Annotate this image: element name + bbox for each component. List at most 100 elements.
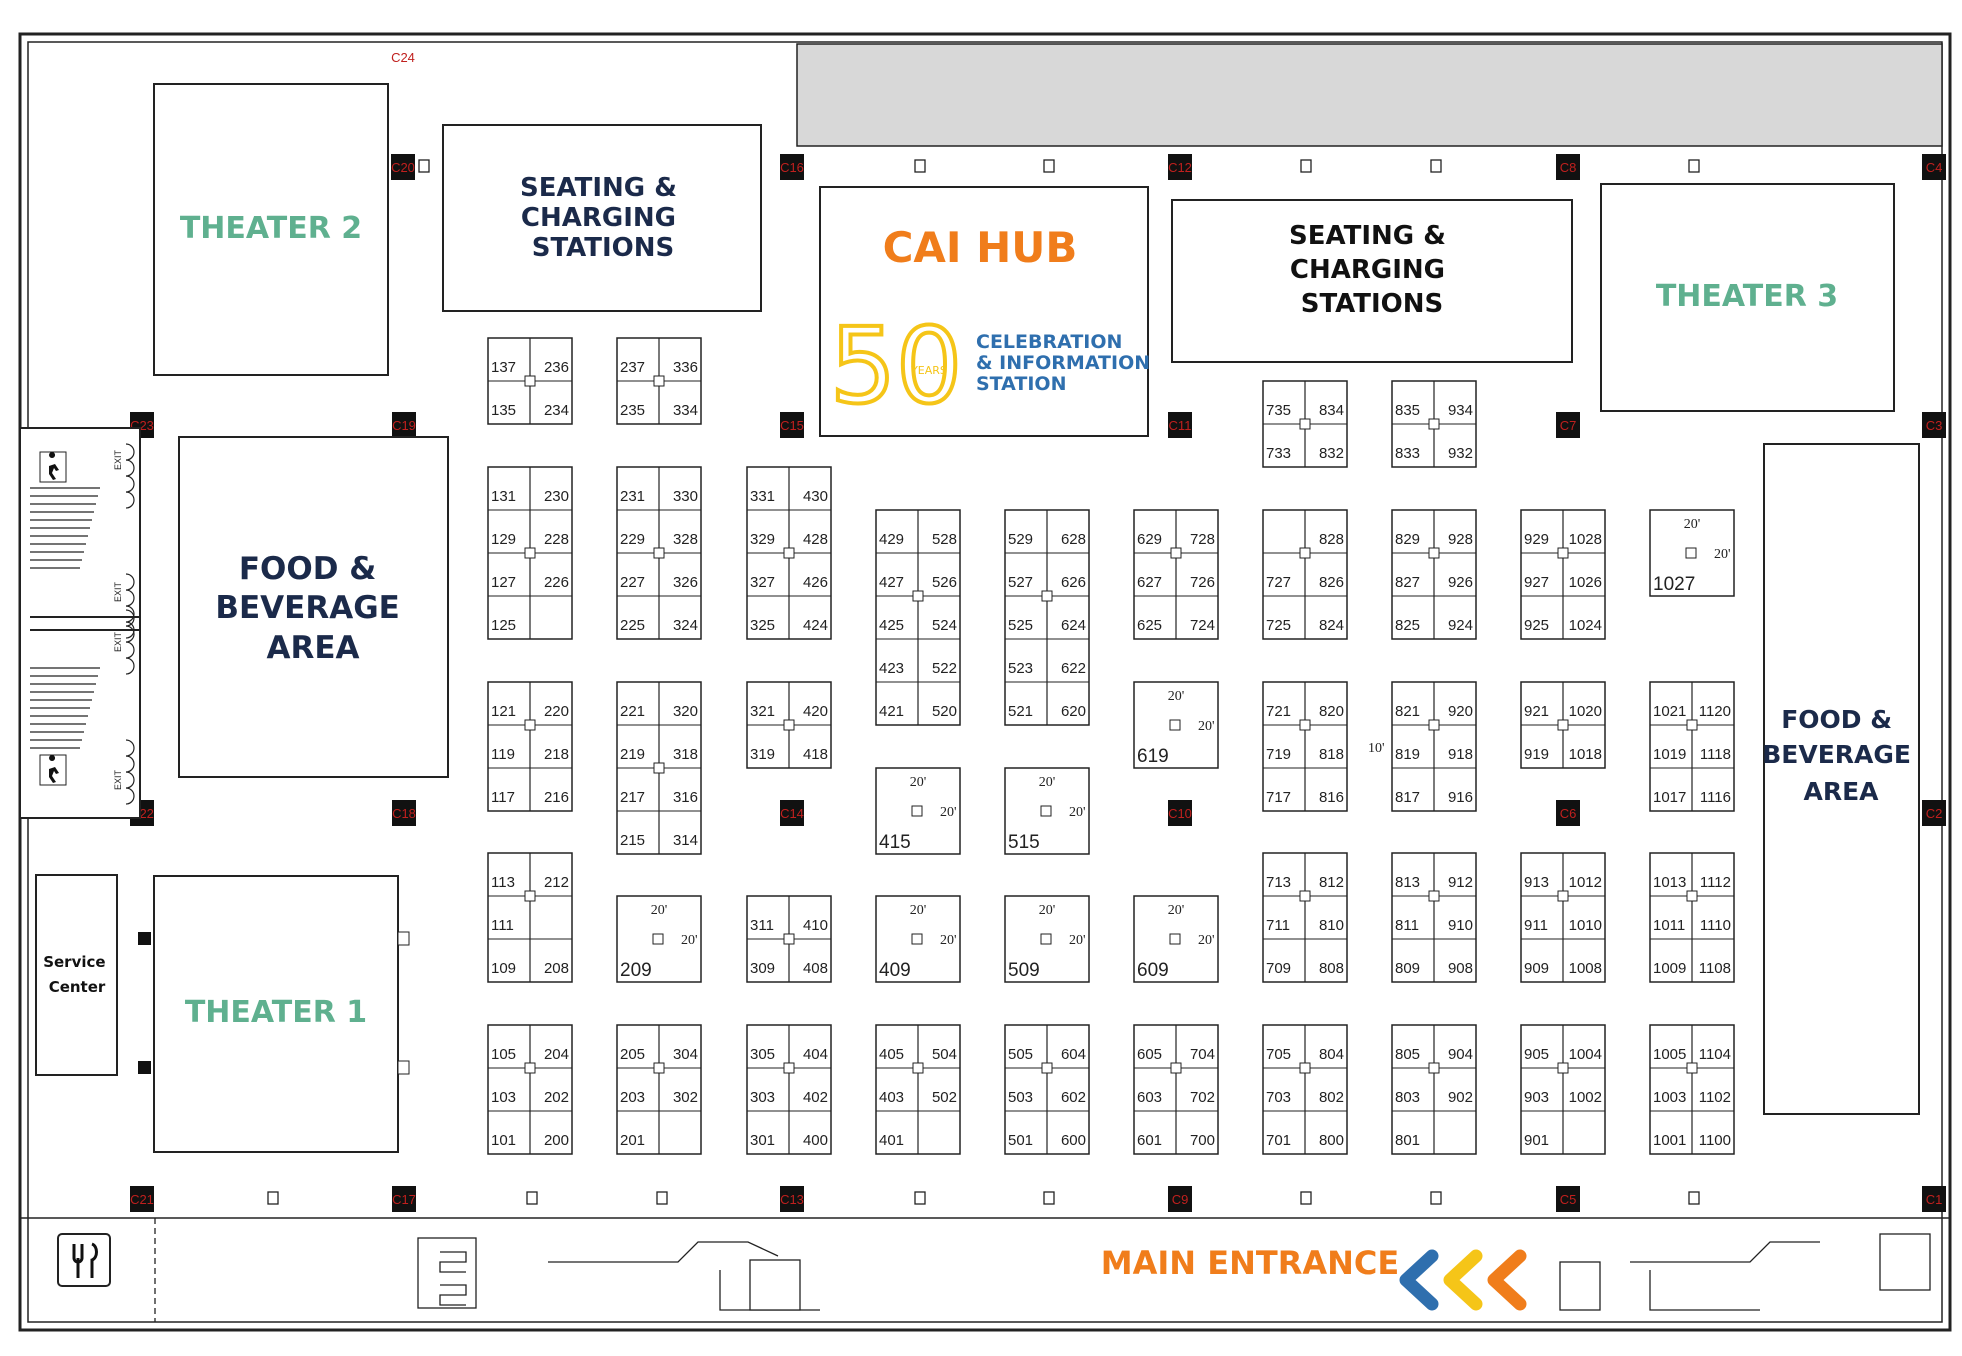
booth-number[interactable]: 321 — [750, 703, 775, 720]
booth-number[interactable]: 812 — [1319, 874, 1344, 891]
booth-number[interactable]: 625 — [1137, 617, 1162, 634]
booth-number[interactable]: 927 — [1524, 574, 1549, 591]
booth-number[interactable]: 203 — [620, 1089, 645, 1106]
booth-number[interactable]: 711 — [1266, 917, 1290, 934]
booth-number[interactable]: 209 — [620, 960, 652, 981]
booth-number[interactable]: 502 — [932, 1089, 957, 1106]
booth-number[interactable]: 805 — [1395, 1046, 1420, 1063]
booth-number[interactable]: 230 — [544, 488, 569, 505]
booth-number[interactable]: 329 — [750, 531, 775, 548]
booth-number[interactable]: 833 — [1395, 445, 1420, 462]
service-center[interactable] — [35, 874, 118, 1076]
booth-number[interactable]: 701 — [1266, 1132, 1291, 1149]
booth-number[interactable]: 627 — [1137, 574, 1162, 591]
booth-number[interactable]: 1009 — [1653, 960, 1686, 977]
booth-number[interactable]: 334 — [673, 402, 698, 419]
booth-number[interactable]: 501 — [1008, 1132, 1033, 1149]
booth-number[interactable]: 804 — [1319, 1046, 1344, 1063]
booth-number[interactable]: 220 — [544, 703, 569, 720]
booth-number[interactable]: 1028 — [1569, 531, 1602, 548]
booth-number[interactable]: 205 — [620, 1046, 645, 1063]
booth-number[interactable]: 318 — [673, 746, 698, 763]
booth-number[interactable]: 1112 — [1700, 874, 1731, 891]
booth-number[interactable]: 520 — [932, 703, 957, 720]
booth-number[interactable]: 703 — [1266, 1089, 1291, 1106]
booth-number[interactable]: 410 — [803, 917, 828, 934]
booth-number[interactable]: 237 — [620, 359, 645, 376]
booth-number[interactable]: 601 — [1137, 1132, 1162, 1149]
booth-number[interactable]: 726 — [1190, 574, 1215, 591]
booth-number[interactable]: 821 — [1395, 703, 1420, 720]
booth-number[interactable]: 1104 — [1699, 1046, 1731, 1063]
booth-number[interactable]: 702 — [1190, 1089, 1215, 1106]
booth-number[interactable]: 234 — [544, 402, 569, 419]
booth-number[interactable]: 119 — [491, 746, 515, 763]
booth-number[interactable]: 526 — [932, 574, 957, 591]
booth-number[interactable]: 129 — [491, 531, 516, 548]
theater-2-area[interactable] — [153, 83, 389, 376]
booth-number[interactable]: 423 — [879, 660, 904, 677]
booth-number[interactable]: 328 — [673, 531, 698, 548]
booth-number[interactable]: 1118 — [1700, 746, 1731, 763]
booth-number[interactable]: 1010 — [1569, 917, 1602, 934]
booth-number[interactable]: 733 — [1266, 445, 1291, 462]
booth-number[interactable]: 908 — [1448, 960, 1473, 977]
booth-number[interactable]: 802 — [1319, 1089, 1344, 1106]
booth-number[interactable]: 828 — [1319, 531, 1344, 548]
booth-number[interactable]: 515 — [1008, 832, 1040, 853]
booth-20x20[interactable]: 20'20'515 — [1004, 767, 1090, 855]
booth-number[interactable]: 429 — [879, 531, 904, 548]
booth-number[interactable]: 918 — [1448, 746, 1473, 763]
booth-number[interactable]: 527 — [1008, 574, 1033, 591]
booth-number[interactable]: 622 — [1061, 660, 1086, 677]
booth-number[interactable]: 229 — [620, 531, 645, 548]
seating-charging-area-b[interactable] — [1171, 199, 1573, 363]
booth-number[interactable]: 926 — [1448, 574, 1473, 591]
booth-number[interactable]: 924 — [1448, 617, 1473, 634]
booth-number[interactable]: 834 — [1319, 402, 1344, 419]
booth-number[interactable]: 403 — [879, 1089, 904, 1106]
booth-number[interactable]: 304 — [673, 1046, 698, 1063]
booth-number[interactable]: 913 — [1524, 874, 1549, 891]
booth-number[interactable]: 826 — [1319, 574, 1344, 591]
booth-20x20[interactable]: 20'20'509 — [1004, 895, 1090, 983]
booth-number[interactable]: 609 — [1137, 960, 1169, 981]
booth-number[interactable]: 800 — [1319, 1132, 1344, 1149]
booth-number[interactable]: 1004 — [1569, 1046, 1602, 1063]
booth-number[interactable]: 901 — [1524, 1132, 1549, 1149]
booth-number[interactable]: 400 — [803, 1132, 828, 1149]
booth-number[interactable]: 1018 — [1569, 746, 1602, 763]
booth-number[interactable]: 620 — [1061, 703, 1086, 720]
booth-number[interactable]: 404 — [803, 1046, 828, 1063]
booth-number[interactable]: 137 — [491, 359, 516, 376]
booth-number[interactable]: 603 — [1137, 1089, 1162, 1106]
booth-number[interactable]: 405 — [879, 1046, 904, 1063]
booth-number[interactable]: 316 — [673, 789, 698, 806]
booth-number[interactable]: 219 — [620, 746, 645, 763]
booth-number[interactable]: 832 — [1319, 445, 1344, 462]
booth-number[interactable]: 325 — [750, 617, 775, 634]
booth-number[interactable]: 928 — [1448, 531, 1473, 548]
booth-20x20[interactable]: 20'20'415 — [875, 767, 961, 855]
booth-number[interactable]: 1005 — [1653, 1046, 1686, 1063]
booth-number[interactable]: 1012 — [1569, 874, 1602, 891]
booth-number[interactable]: 424 — [803, 617, 828, 634]
booth-number[interactable]: 226 — [544, 574, 569, 591]
booth-number[interactable]: 816 — [1319, 789, 1344, 806]
booth-20x20[interactable]: 20'20'209 — [616, 895, 702, 983]
booth-number[interactable]: 103 — [491, 1089, 516, 1106]
